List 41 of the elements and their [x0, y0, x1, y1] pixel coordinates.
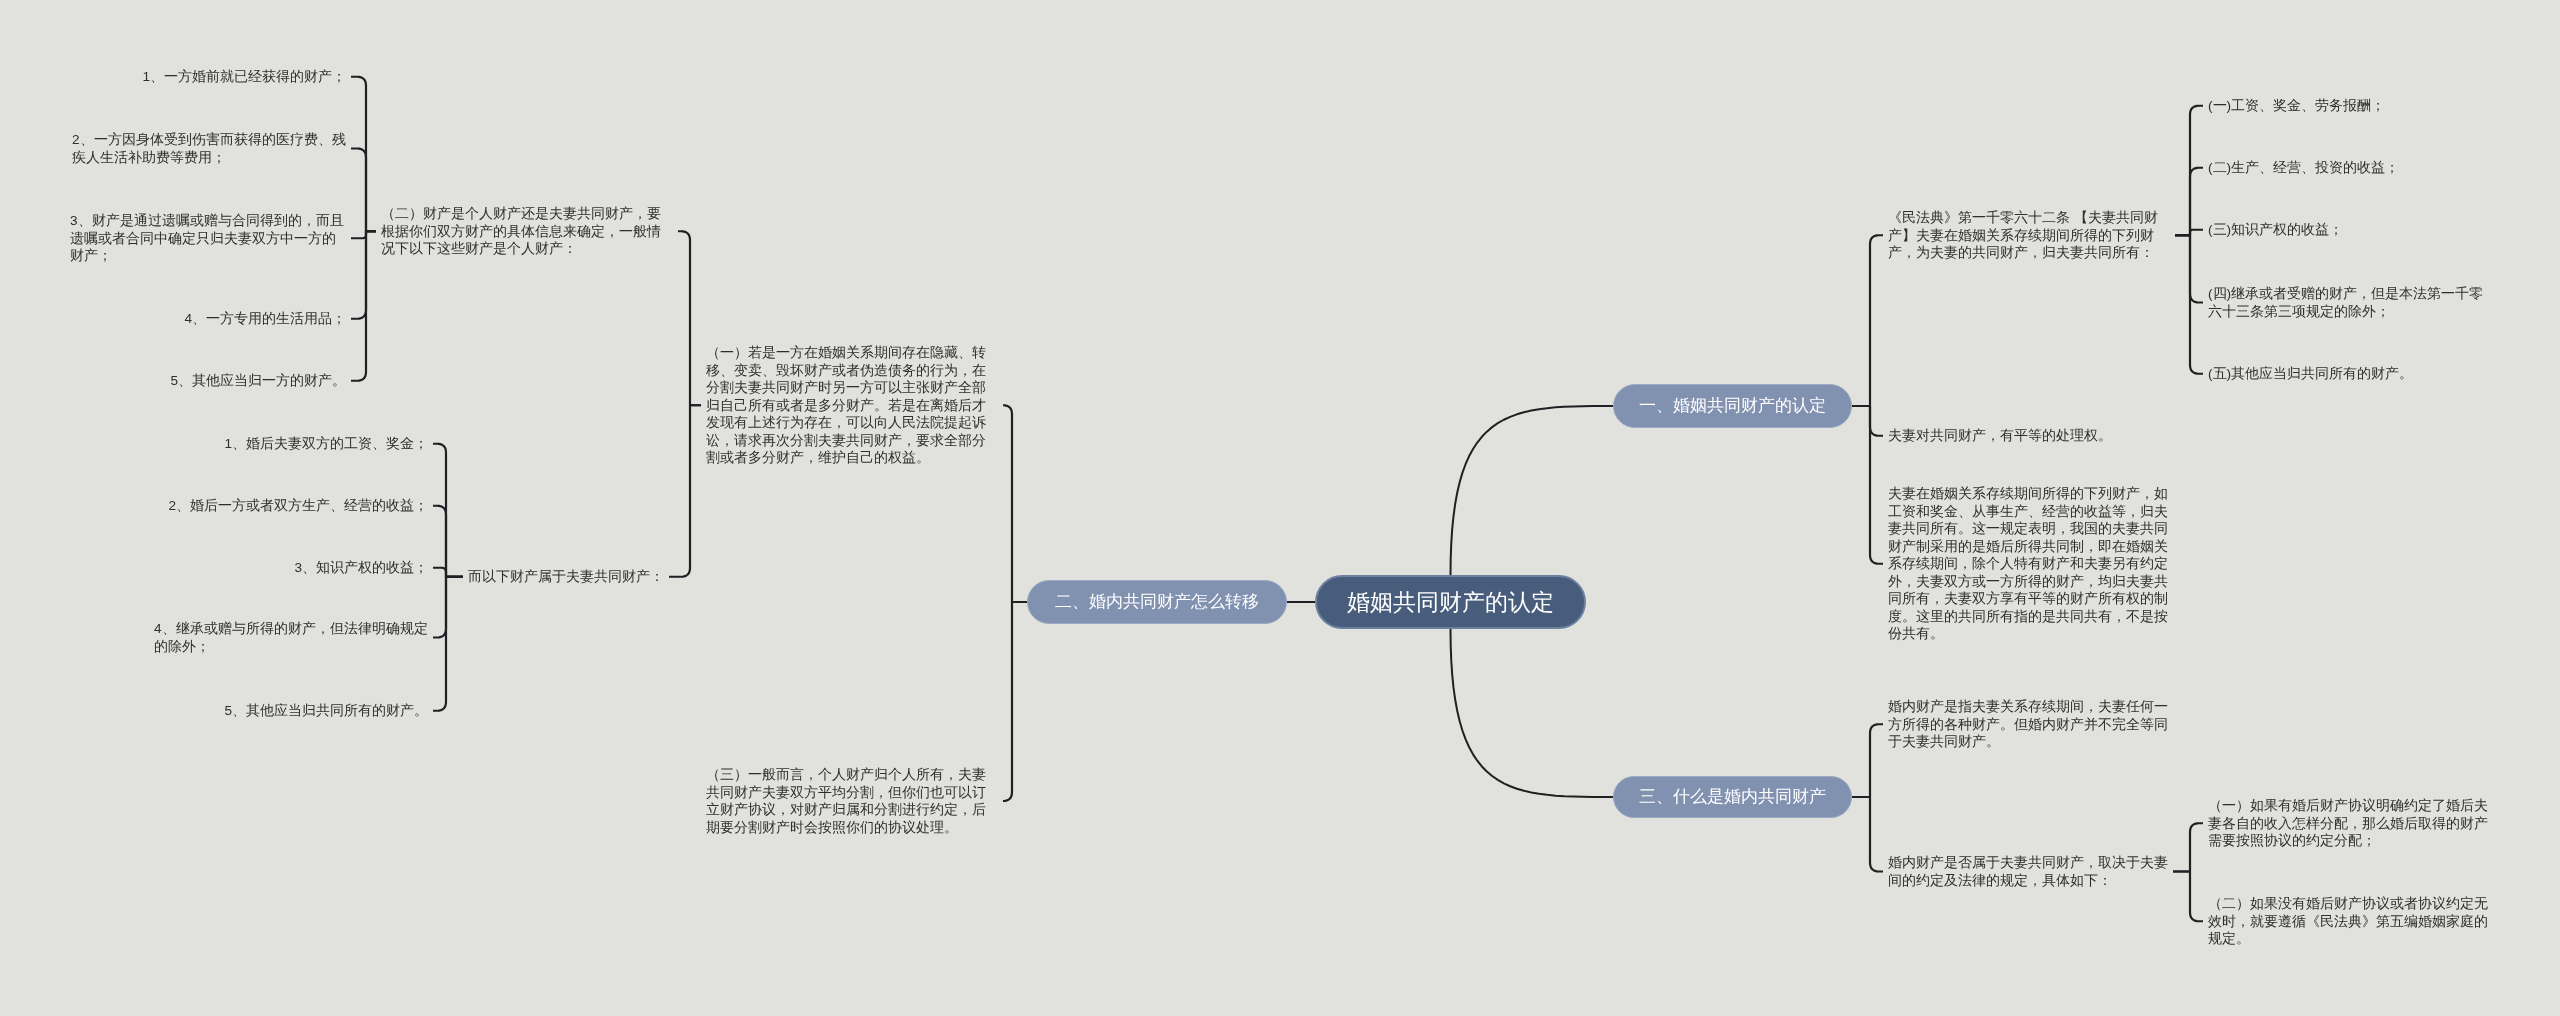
topic-text: (二)生产、经营、投资的收益； — [2203, 159, 2405, 177]
connector-line — [433, 575, 463, 712]
main-topic: 一、婚姻共同财产的认定 — [1613, 384, 1852, 428]
connector-line — [1449, 405, 1614, 576]
topic-text: (四)继承或者受赠的财产，但是本法第一千零六十三条第三项规定的除外； — [2203, 285, 2489, 320]
topic-text: 4、继承或赠与所得的财产，但法律明确规定的除外； — [149, 620, 433, 655]
topic-text: 5、其他应当归一方的财产。 — [165, 372, 351, 390]
topic-text: 夫妻对共同财产，有平等的处理权。 — [1883, 427, 2117, 445]
connector-line — [669, 404, 701, 578]
topic-text: 1、婚后夫妻双方的工资、奖金； — [219, 435, 433, 453]
connector-line — [1852, 795, 1883, 873]
topic-text: （一）若是一方在婚姻关系期间存在隐藏、转移、变卖、毁坏财产或者伪造债务的行为，在分割夫妻共同财产时另一方可以主张财产全部归自己所有或者是多分财产。若是在离婚后才发现有上述行为存在，可以向人民法院提起诉讼，请求再次分割夫妻共同财产，要求全部分割或者多分财产，维护自己的权益。 — [701, 344, 1003, 467]
topic-text: 婚内财产是指夫妻关系存续期间，夫妻任何一方所得的各种财产。但婚内财产并不完全等同于夫妻共同财产。 — [1883, 698, 2173, 751]
topic-text: 婚内财产是否属于夫妻共同财产，取决于夫妻间的约定及法律的规定，具体如下： — [1883, 854, 2173, 889]
central-topic: 婚姻共同财产的认定 — [1315, 575, 1586, 629]
topic-text: 2、婚后一方或者双方生产、经营的收益； — [163, 497, 433, 515]
connector-line — [351, 230, 376, 382]
topic-text: (五)其他应当归共同所有的财产。 — [2203, 365, 2419, 383]
topic-text: （一）如果有婚后财产协议明确约定了婚后夫妻各自的收入怎样分配，那么婚后取得的财产需要按照协议的约定分配； — [2203, 797, 2505, 850]
topic-text: 5、其他应当归共同所有的财产。 — [219, 702, 433, 720]
main-topic: 三、什么是婚内共同财产 — [1613, 776, 1852, 818]
topic-text: (三)知识产权的收益； — [2203, 221, 2349, 239]
main-topic: 二、婚内共同财产怎么转移 — [1027, 580, 1287, 624]
connector-line — [2173, 870, 2203, 923]
topic-text: （二）财产是个人财产还是夫妻共同财产，要根据你们双方财产的具体信息来确定，一般情况下以下这些财产是个人财产： — [376, 205, 678, 258]
topic-text: 夫妻在婚姻关系存续期间所得的下列财产，如工资和奖金、从事生产、经营的收益等，归夫妻共同所有。这一规定表明，我国的夫妻共同财产制采用的是婚后所得共同制，即在婚姻关系存续期间，除个人特有财产和夫妻另有约定外，夫妻双方或一方所得的财产，均归夫妻共同所有，夫妻双方享有平等的财产所有权的制度。这里的共同所有指的是共同共有，不是按份共有。 — [1883, 485, 2173, 643]
topic-text: (一)工资、奖金、劳务报酬； — [2203, 97, 2391, 115]
topic-text: 而以下财产属于夫妻共同财产： — [463, 568, 669, 586]
topic-text: 3、知识产权的收益； — [289, 559, 433, 577]
connector-line — [1449, 628, 1614, 798]
connector-line — [1286, 601, 1316, 603]
topic-text: 《民法典》第一千零六十二条 【夫妻共同财产】夫妻在婚姻关系存续期间所得的下列财产，为夫妻的共同财产，归夫妻共同所有： — [1883, 209, 2175, 262]
connector-line — [2175, 234, 2203, 375]
topic-text: （三）一般而言，个人财产归个人所有，夫妻共同财产夫妻双方平均分割，但你们也可以订立财产协议，对财产归属和分割进行约定，后期要分割财产时会按照你们的协议处理。 — [701, 766, 1003, 836]
topic-text: 2、一方因身体受到伤害而获得的医疗费、残疾人生活补助费等费用； — [67, 131, 351, 166]
connector-line — [1852, 404, 1883, 565]
connector-line — [1001, 600, 1027, 803]
topic-text: （二）如果没有婚后财产协议或者协议约定无效时，就要遵循《民法典》第五编婚姻家庭的规定。 — [2203, 895, 2505, 948]
topic-text: 4、一方专用的生活用品； — [179, 310, 351, 328]
topic-text: 3、财产是通过遗嘱或赠与合同得到的，而且遗嘱或者合同中确定只归夫妻双方中一方的财产； — [65, 212, 351, 265]
topic-text: 1、一方婚前就已经获得的财产； — [137, 68, 351, 86]
